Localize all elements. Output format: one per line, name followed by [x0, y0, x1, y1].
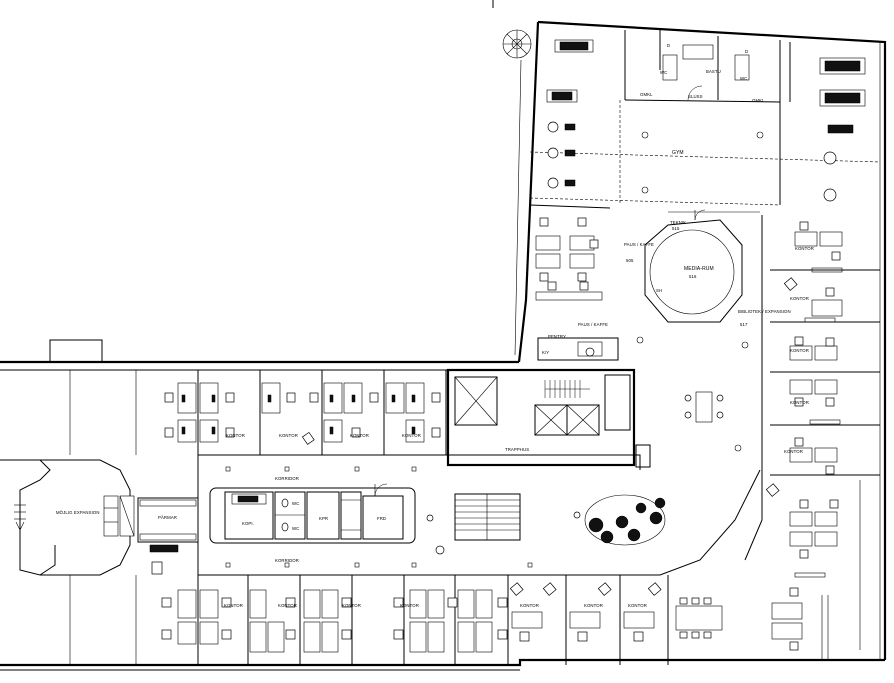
room-label-d-left: D — [667, 43, 670, 48]
room-label-bastu: BASTU — [706, 69, 721, 74]
room-label-wc-gym-right: WC — [740, 76, 747, 81]
room-label-kontor-e2: KONTOR — [790, 296, 809, 301]
room-label-kontor-n2: KONTOR — [279, 433, 298, 438]
room-label-d-right: D — [745, 49, 748, 54]
room-label-bibliotek-no: 517 — [740, 322, 748, 327]
room-label-sluss: SLUSS — [688, 94, 703, 99]
room-label-kontor-n1: KONTOR — [226, 433, 245, 438]
room-label-kpr: KPR — [319, 516, 328, 521]
room-label-omkl-right: OMKL — [752, 98, 765, 103]
meeting-table — [675, 597, 723, 639]
room-label-wc-gym-left: WC — [660, 70, 667, 75]
room-label-gym: GYM — [672, 150, 684, 156]
room-label-kontor-s2: KONTOR — [278, 603, 297, 608]
room-label-omkl-left: OMKL — [640, 92, 653, 97]
media-room — [636, 209, 760, 349]
room-label-kontor-e3: KONTOR — [790, 348, 809, 353]
room-label-ky: K/Y — [542, 350, 549, 355]
room-label-teknik-no: 515 — [672, 226, 680, 231]
east-offices — [744, 215, 880, 651]
gym-area — [529, 30, 881, 206]
spiral-stair — [502, 29, 532, 59]
room-label-teknik: TEKNIK — [670, 220, 686, 225]
paus-west — [529, 204, 611, 301]
room-label-wc-b: WC — [292, 526, 299, 531]
room-label-kontor-n4: KONTOR — [402, 433, 421, 438]
west-expansion — [0, 459, 135, 576]
room-label-trapphus: TRAPPHUS — [505, 447, 529, 452]
room-label-mediarum-no: 516 — [689, 274, 697, 279]
room-label-kontor-s6: KONTOR — [584, 603, 603, 608]
room-label-bibliotek: BIBLIOTEK / EXPANSION — [738, 309, 791, 314]
room-label-kontor-e5: KONTOR — [784, 449, 803, 454]
room-label-paus-505-no: 505 — [626, 258, 634, 263]
se-windows — [821, 480, 861, 660]
central-table — [684, 391, 742, 452]
room-label-korridor-top: KORRIDOR — [275, 476, 299, 481]
south-offices — [161, 575, 669, 665]
room-label-kontor-e1: KONTOR — [795, 246, 814, 251]
room-label-kontor-n3: KONTOR — [350, 433, 369, 438]
corridor — [197, 454, 761, 576]
central-stair — [454, 493, 521, 541]
room-label-kontor-s5: KONTOR — [520, 603, 539, 608]
room-label-kopi: KOPI. — [242, 521, 254, 526]
room-label-kontor-s7: KONTOR — [628, 603, 647, 608]
room-label-frd: FRD — [377, 516, 386, 521]
room-label-kontor-e4: KONTOR — [790, 400, 809, 405]
room-label-paus-kaffe-505: PAUS / KAFFE — [624, 242, 654, 247]
room-label-kontor-s1: KONTOR — [224, 603, 243, 608]
outer-walls — [0, 0, 887, 671]
room-label-paus-kaffe-small: PAUS / KAFFE — [578, 322, 608, 327]
room-label-pentry: PENTRY — [548, 334, 566, 339]
pentry — [537, 337, 619, 361]
room-label-mojlig-expansion: MÖJLIG EXPANSION — [56, 510, 100, 515]
parmar-room — [137, 497, 199, 575]
room-label-sh: SH — [656, 288, 662, 293]
room-label-mediarum: MEDIA-RUM — [684, 266, 714, 272]
room-label-wc-a: WC — [292, 501, 299, 506]
trapphus-core — [446, 368, 651, 468]
room-label-parmar: PÄRMAR — [158, 515, 177, 520]
core-block — [209, 483, 416, 544]
room-label-kontor-s3: KONTOR — [342, 603, 361, 608]
lounge-cluster — [426, 494, 666, 555]
north-offices — [164, 370, 447, 455]
room-label-korridor-bottom: KORRIDOR — [275, 558, 299, 563]
room-label-kontor-s4: KONTOR — [400, 603, 419, 608]
